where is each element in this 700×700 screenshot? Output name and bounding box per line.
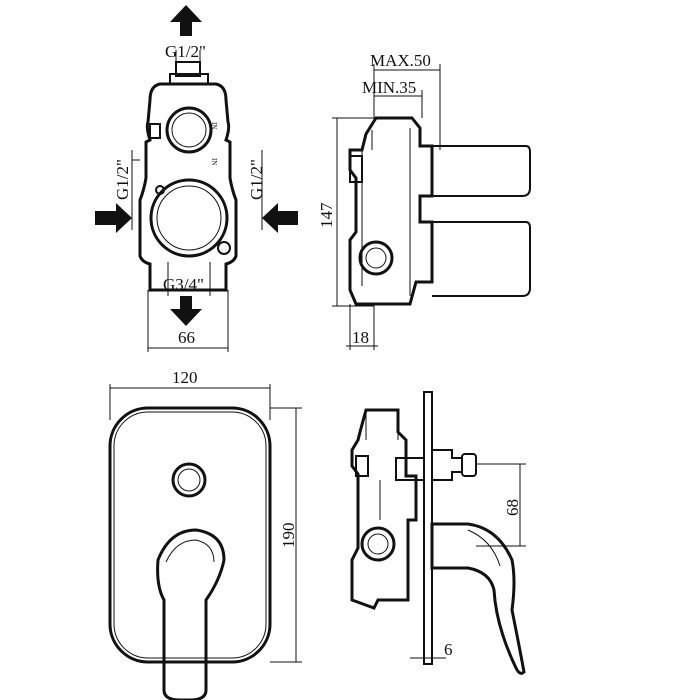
body-height-label: 147 [317, 202, 336, 228]
plate-front-view: 120 190 [108, 368, 302, 700]
wall-offset-label: 18 [352, 328, 369, 347]
body-front-view: IN IN G1/2" G1/2" G1/2" G3/4" 66 [95, 5, 298, 352]
plate-height-label: 190 [279, 523, 298, 549]
top-inlet-label: G1/2" [165, 42, 206, 61]
plate-width-label: 120 [172, 368, 198, 387]
arrow-right-icon [95, 203, 132, 233]
plate-thickness-label: 6 [444, 640, 453, 659]
body-width-label: 66 [178, 328, 195, 347]
svg-text:IN: IN [210, 158, 218, 165]
assembly-side-view: 68 6 [350, 391, 526, 675]
bottom-outlet-label: G3/4" [163, 275, 204, 294]
right-inlet-label: G1/2" [247, 159, 266, 200]
arrow-up-icon [170, 5, 202, 36]
lever-side-profile [430, 522, 526, 675]
diverter-knob [171, 462, 207, 498]
body-side-view: MAX.50 MIN.35 147 18 [317, 51, 531, 350]
wall-plate [108, 406, 272, 664]
lever-handle [156, 528, 226, 700]
diverter-offset-label: 68 [503, 499, 522, 516]
svg-text:IN: IN [210, 122, 218, 129]
valve-body-outline [138, 82, 238, 292]
min-depth-label: MIN.35 [362, 78, 416, 97]
arrow-left-icon [262, 203, 298, 233]
max-depth-label: MAX.50 [370, 51, 431, 70]
left-inlet-label: G1/2" [113, 159, 132, 200]
arrow-down-icon [170, 296, 202, 326]
